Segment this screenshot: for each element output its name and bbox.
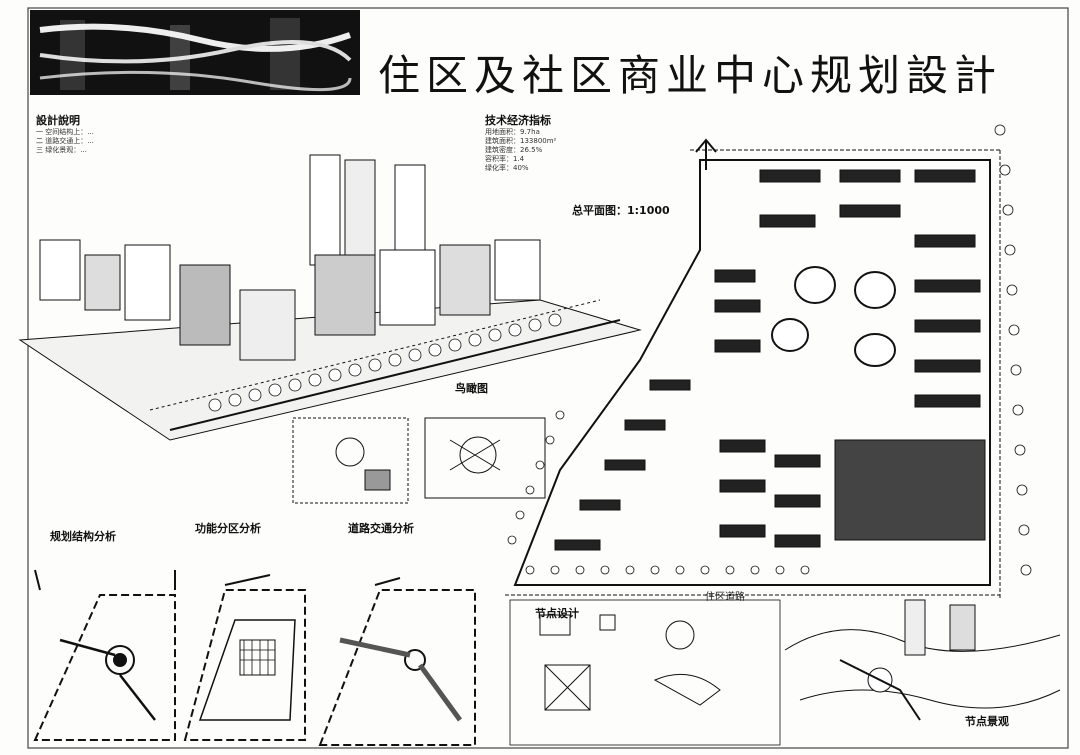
design-notes-heading: 設計說明 <box>36 114 80 127</box>
design-note-line: 二 道路交通上：... <box>36 137 94 145</box>
north-arrow-icon <box>695 138 717 170</box>
design-notes-list: 一 空间结构上：... 二 道路交通上：... 三 绿化景观：... <box>36 128 286 155</box>
road-label: 住区道路 <box>705 592 745 603</box>
tech-indicator-line: 绿化率：40% <box>485 164 529 172</box>
design-note-line: 三 绿化景观：... <box>36 146 87 154</box>
tech-indicators-list: 用地面积：9.7ha 建筑面积：133800m² 建筑密度：26.5% 容积率：… <box>485 128 605 173</box>
plan-trees <box>507 124 1032 576</box>
design-note-line: 一 空间结构上：... <box>36 128 94 136</box>
master-plan-label: 总平面图：1:1000 <box>572 204 670 217</box>
landscape-label: 节点景观 <box>965 715 1009 728</box>
aerial-view <box>18 154 642 441</box>
landscape-sketch <box>784 599 1061 721</box>
node-design-label: 节点设计 <box>535 607 579 620</box>
tech-indicator-line: 用地面积：9.7ha <box>485 128 540 136</box>
aerial-view-label: 鸟瞰图 <box>455 382 488 395</box>
page-title: 住区及社区商业中心规划設計 <box>378 51 1003 100</box>
traffic-analysis-label: 道路交通分析 <box>348 522 414 535</box>
tech-indicator-line: 建筑密度：26.5% <box>485 146 543 154</box>
master-plan <box>505 149 1001 600</box>
tech-indicator-line: 建筑面积：133800m² <box>485 137 557 145</box>
header-graphic <box>30 10 360 95</box>
tech-indicator-line: 容积率：1.4 <box>485 155 525 163</box>
analysis-diagrams <box>33 569 476 746</box>
function-analysis-label: 功能分区分析 <box>195 522 261 535</box>
node-sketches <box>292 417 546 504</box>
aerial-trees <box>208 313 562 412</box>
structure-analysis-label: 规划结构分析 <box>50 530 116 543</box>
node-details <box>509 599 781 746</box>
tech-indicators-heading: 技术经济指标 <box>485 114 551 127</box>
